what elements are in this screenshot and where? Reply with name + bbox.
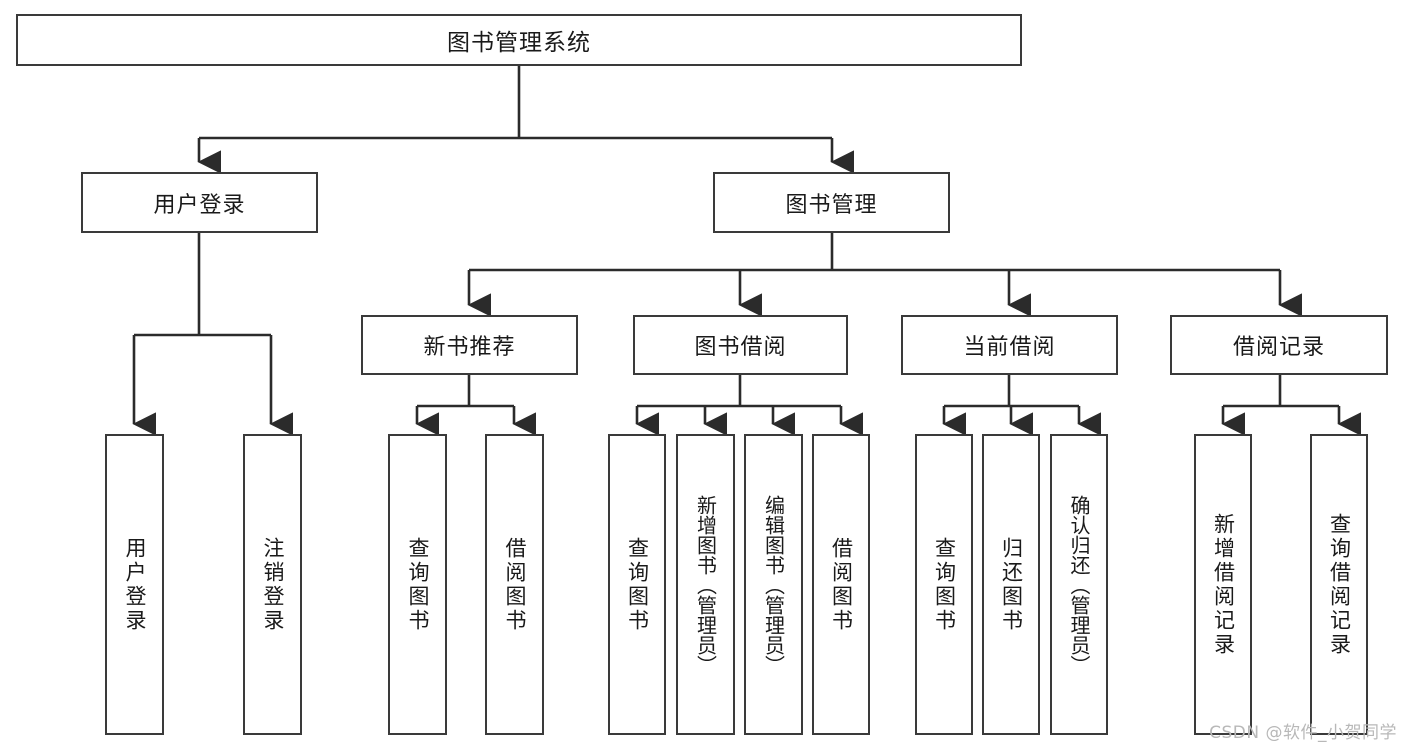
node-label: 编辑图书（管理员） bbox=[761, 494, 786, 675]
node-label: 查询图书 bbox=[406, 536, 430, 633]
node-label: 查询图书 bbox=[625, 536, 650, 633]
leaf-query-books-current[interactable]: 查询图书 bbox=[915, 434, 973, 735]
node-label: 新增图书（管理员） bbox=[693, 494, 718, 675]
node-label: 查询借阅记录 bbox=[1327, 512, 1352, 657]
leaf-user-login[interactable]: 用户登录 bbox=[105, 434, 164, 735]
leaf-borrow-books[interactable]: 借阅图书 bbox=[812, 434, 870, 735]
node-label: 确认归还（管理员） bbox=[1067, 494, 1091, 675]
node-label: 借阅图书 bbox=[503, 536, 527, 633]
node-label: 借阅记录 bbox=[1232, 335, 1325, 360]
node-label: 查询图书 bbox=[932, 536, 957, 633]
node-label: 归还图书 bbox=[999, 536, 1024, 633]
node-label: 注销登录 bbox=[261, 536, 285, 633]
leaf-add-borrow-record[interactable]: 新增借阅记录 bbox=[1194, 434, 1252, 735]
node-label: 图书管理 bbox=[785, 192, 878, 218]
node-root-system[interactable]: 图书管理系统 bbox=[16, 14, 1022, 66]
node-label: 图书管理系统 bbox=[447, 30, 591, 56]
node-label: 图书借阅 bbox=[694, 335, 787, 360]
node-current-borrow[interactable]: 当前借阅 bbox=[901, 315, 1118, 375]
leaf-query-books-recommend[interactable]: 查询图书 bbox=[388, 434, 447, 735]
node-user-login[interactable]: 用户登录 bbox=[81, 172, 318, 233]
node-new-book-recommend[interactable]: 新书推荐 bbox=[361, 315, 578, 375]
leaf-borrow-books-recommend[interactable]: 借阅图书 bbox=[485, 434, 544, 735]
leaf-add-book-admin[interactable]: 新增图书（管理员） bbox=[676, 434, 735, 735]
leaf-query-books-borrow[interactable]: 查询图书 bbox=[608, 434, 666, 735]
node-label: 新书推荐 bbox=[423, 335, 516, 360]
node-borrow-records[interactable]: 借阅记录 bbox=[1170, 315, 1388, 375]
node-book-borrow[interactable]: 图书借阅 bbox=[633, 315, 848, 375]
node-label: 当前借阅 bbox=[963, 335, 1056, 360]
watermark-text: CSDN @软件_小贺同学 bbox=[1209, 723, 1397, 743]
node-label: 用户登录 bbox=[153, 192, 246, 218]
node-label: 用户登录 bbox=[123, 536, 147, 633]
leaf-edit-book-admin[interactable]: 编辑图书（管理员） bbox=[744, 434, 803, 735]
node-book-management[interactable]: 图书管理 bbox=[713, 172, 950, 233]
leaf-confirm-return-admin[interactable]: 确认归还（管理员） bbox=[1050, 434, 1108, 735]
node-label: 新增借阅记录 bbox=[1211, 512, 1236, 657]
leaf-query-borrow-record[interactable]: 查询借阅记录 bbox=[1310, 434, 1368, 735]
leaf-logout[interactable]: 注销登录 bbox=[243, 434, 302, 735]
node-label: 借阅图书 bbox=[829, 536, 854, 633]
leaf-return-books[interactable]: 归还图书 bbox=[982, 434, 1040, 735]
